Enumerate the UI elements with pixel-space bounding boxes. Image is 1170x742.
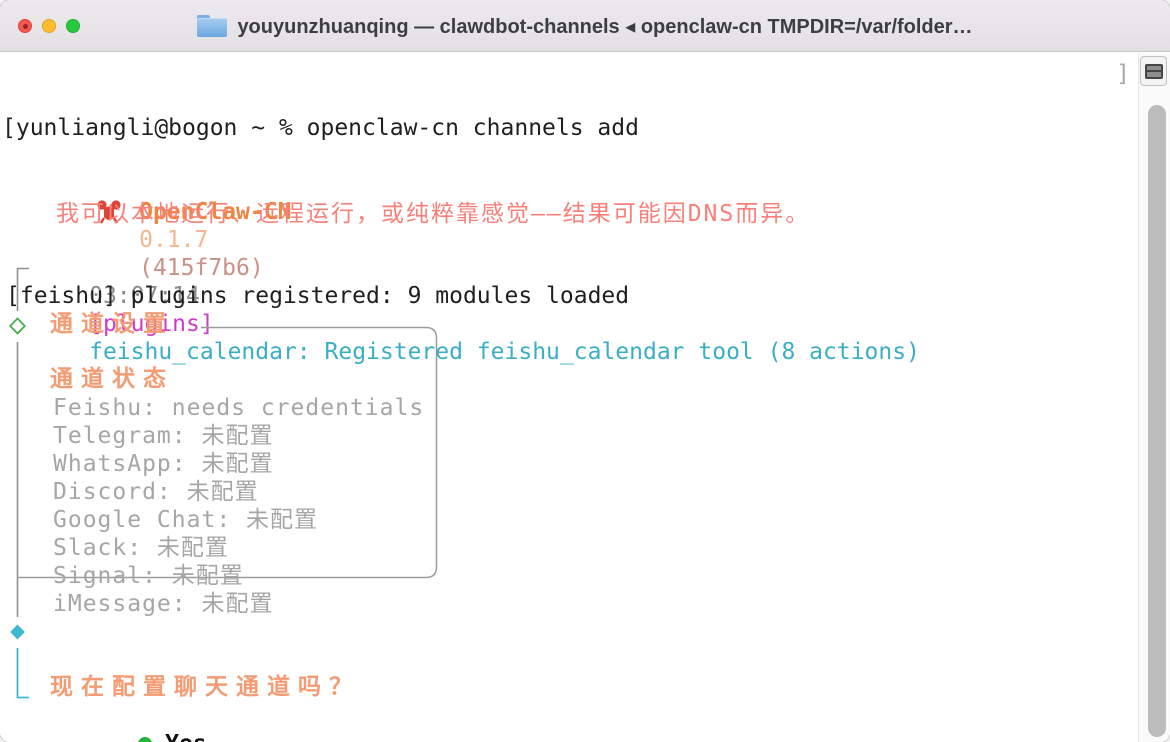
traffic-lights bbox=[18, 19, 80, 33]
channel-status-feishu: Feishu: needs credentials bbox=[53, 395, 425, 421]
window-title: youyunzhuanqing — clawdbot-channels ◂ op… bbox=[237, 15, 973, 38]
channel-status-whatsapp: WhatsApp: 未配置 bbox=[53, 451, 274, 477]
titlebar: youyunzhuanqing — clawdbot-channels ◂ op… bbox=[0, 0, 1170, 52]
radio-selected-icon bbox=[138, 737, 153, 742]
confirm-options: Yes / No bbox=[55, 702, 209, 742]
zoom-button[interactable] bbox=[66, 19, 80, 33]
log-message: feishu_calendar: Registered feishu_calen… bbox=[89, 339, 920, 365]
terminal-output: [yunliangli@bogon ~ % openclaw-cn channe… bbox=[0, 53, 1138, 742]
channel-status-telegram: Telegram: 未配置 bbox=[53, 423, 274, 449]
folder-icon bbox=[197, 15, 228, 37]
log-timestamp: 03:07:14 bbox=[89, 283, 200, 309]
title-group: youyunzhuanqing — clawdbot-channels ◂ op… bbox=[0, 0, 1170, 52]
channel-status-discord: Discord: 未配置 bbox=[53, 479, 259, 505]
lobster-icon bbox=[12, 169, 123, 260]
channel-status-signal: Signal: 未配置 bbox=[53, 563, 244, 589]
app-name: OpenClaw-CN bbox=[139, 199, 292, 225]
split-pane-icon bbox=[1144, 63, 1163, 79]
channel-status-slack: Slack: 未配置 bbox=[53, 535, 229, 561]
scrollbar-track[interactable] bbox=[1138, 53, 1170, 742]
banner-line: OpenClaw-CN 0.1.7 (415f7b6) bbox=[56, 170, 305, 310]
app-commit: (415f7b6) bbox=[139, 255, 264, 281]
shell-prompt-line: [yunliangli@bogon ~ % openclaw-cn channe… bbox=[2, 115, 639, 141]
intro-title: 通道设置 bbox=[50, 311, 174, 337]
feishu-log-line: [feishu] plugins registered: 9 modules l… bbox=[6, 283, 630, 309]
app-version: 0.1.7 bbox=[139, 227, 209, 253]
pane-right-bracket: ] bbox=[1116, 61, 1130, 87]
tagline: 我可以本地运行、远程运行，或纯粹靠感觉——结果可能因DNS而异。 bbox=[56, 201, 811, 227]
split-pane-button[interactable] bbox=[1140, 56, 1167, 86]
scrollbar-thumb[interactable] bbox=[1148, 105, 1166, 737]
option-yes[interactable]: Yes bbox=[138, 730, 207, 742]
confirm-question: 现在配置聊天通道吗？ bbox=[50, 674, 360, 700]
minimize-button[interactable] bbox=[42, 19, 56, 33]
channel-status-imessage: iMessage: 未配置 bbox=[53, 591, 274, 617]
close-button[interactable] bbox=[18, 19, 32, 33]
note-title: 通道状态 bbox=[50, 366, 174, 392]
option-yes-label: Yes bbox=[165, 730, 207, 742]
step-diamond-active bbox=[10, 624, 25, 640]
channel-status-googlechat: Google Chat: 未配置 bbox=[53, 507, 319, 533]
